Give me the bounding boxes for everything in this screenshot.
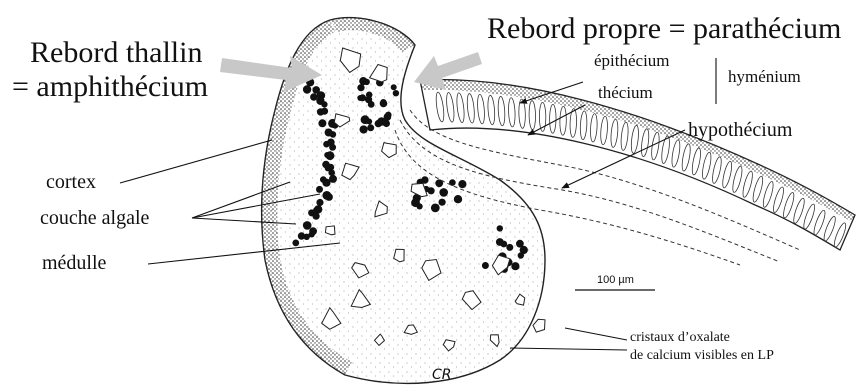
- algal-cell: [360, 125, 368, 133]
- label-thecium: thécium: [598, 84, 653, 101]
- label-couche-algale: couche algale: [40, 208, 149, 228]
- algal-cell: [313, 213, 320, 220]
- algal-cell: [385, 112, 392, 119]
- algal-cell: [303, 221, 312, 230]
- algal-cell: [325, 193, 333, 201]
- algal-cell: [366, 119, 372, 125]
- label-hypothecium: hypothécium: [688, 120, 792, 140]
- algal-cell: [511, 262, 519, 270]
- algal-cell: [366, 92, 373, 99]
- algal-cell: [368, 101, 375, 108]
- algal-cell: [520, 246, 528, 254]
- algal-cell: [328, 169, 335, 176]
- algal-cell: [359, 94, 366, 101]
- algal-cell: [458, 180, 466, 188]
- algal-cell: [316, 199, 323, 206]
- algal-cell: [318, 119, 326, 127]
- algal-cell: [310, 93, 317, 100]
- algal-cell: [391, 84, 397, 90]
- algal-cell: [482, 262, 489, 269]
- algal-cell: [377, 117, 386, 126]
- algal-cell: [417, 203, 423, 209]
- algal-cell: [322, 179, 330, 187]
- algal-cell: [316, 186, 323, 193]
- algal-cell: [497, 225, 503, 231]
- algal-cell: [439, 188, 448, 197]
- algal-cell: [317, 108, 324, 115]
- algal-cell: [506, 244, 513, 251]
- algal-cell: [439, 199, 446, 206]
- label-hymenium: hyménium: [728, 68, 801, 85]
- label-rebord-propre: Rebord propre = parathécium: [487, 14, 841, 44]
- note-oxalate-line1: cristaux d’oxalate: [630, 329, 730, 347]
- algal-cell: [330, 131, 337, 138]
- signature: CR: [432, 368, 452, 382]
- algal-cell: [431, 204, 440, 213]
- oxalate-crystal: [325, 226, 335, 235]
- algal-cell: [303, 85, 311, 93]
- label-medulle: médulle: [42, 253, 106, 273]
- algal-cell: [329, 144, 336, 151]
- algal-cell: [359, 77, 367, 85]
- label-cortex: cortex: [46, 172, 96, 192]
- label-epithecium: épithécium: [594, 52, 670, 69]
- algal-cell: [326, 151, 335, 160]
- scale-bar-label: 100 µm: [597, 275, 634, 286]
- algal-cell: [298, 232, 305, 239]
- algal-cell: [393, 90, 399, 96]
- oxalate-crystal: [533, 319, 545, 332]
- algal-cell: [454, 195, 462, 203]
- note-oxalate-line2: de calcium visibles en LP: [630, 347, 774, 365]
- algal-cell: [380, 100, 388, 108]
- algal-cell: [367, 124, 374, 131]
- algal-cell: [500, 241, 507, 248]
- label-amphithecium: = amphithécium: [12, 72, 208, 102]
- algal-cell: [321, 101, 327, 107]
- algal-cell: [292, 240, 299, 247]
- label-rebord-thallin: Rebord thallin: [30, 38, 202, 68]
